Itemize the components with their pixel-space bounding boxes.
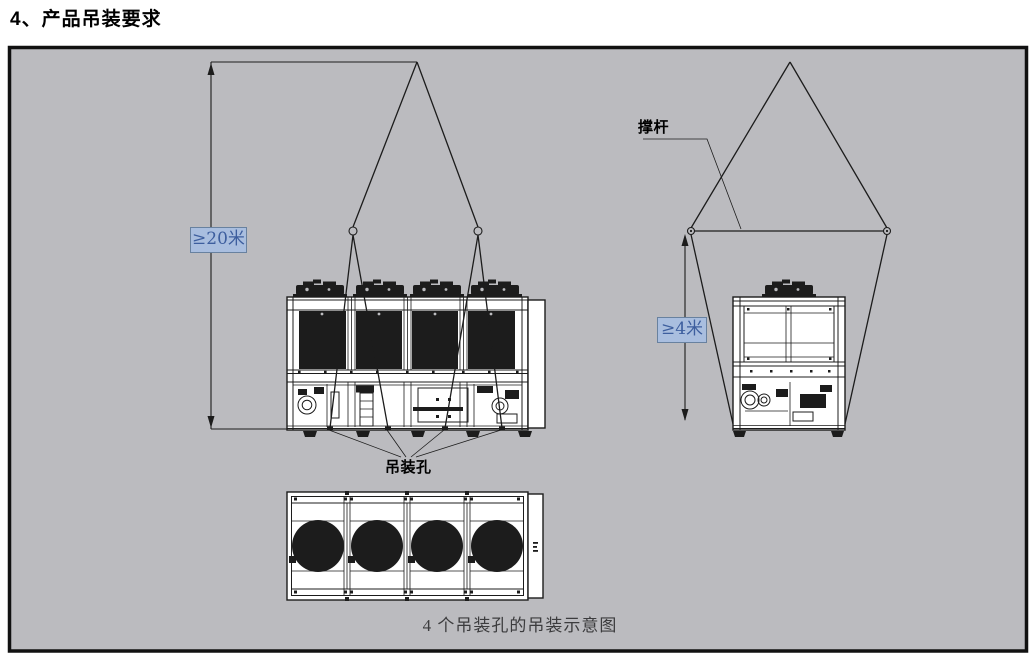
figure-caption: 4 个吊装孔的吊装示意图 bbox=[422, 616, 618, 635]
side-view bbox=[643, 61, 892, 437]
compressor-left bbox=[297, 384, 340, 427]
side-frame-bolts bbox=[747, 308, 832, 360]
side-unit bbox=[732, 279, 846, 437]
lifting-hole-leaders bbox=[328, 429, 502, 458]
front-view bbox=[207, 61, 546, 458]
spreader-bar-leader bbox=[643, 138, 742, 230]
side-band-bolts bbox=[750, 370, 831, 373]
fan-cluster bbox=[762, 279, 816, 297]
front-dimension-line bbox=[207, 61, 417, 430]
dimension-label-20m: ≥20米 bbox=[190, 227, 247, 253]
piping-bracket bbox=[356, 385, 374, 427]
dimension-label-4m: ≥4米 bbox=[657, 317, 707, 343]
side-rigging-cables bbox=[643, 61, 892, 425]
front-rigging-cables bbox=[329, 61, 503, 429]
section-title: 4、产品吊装要求 bbox=[10, 9, 162, 30]
right-edge-mark bbox=[533, 542, 538, 552]
fan-cluster bbox=[410, 279, 464, 297]
spreader-bar-label: 撑杆 bbox=[638, 119, 670, 136]
side-compressor bbox=[733, 382, 845, 426]
unit-feet bbox=[733, 431, 844, 437]
fan-cluster bbox=[293, 279, 347, 297]
fan-circles-top bbox=[289, 520, 523, 572]
front-unit bbox=[286, 279, 546, 437]
fan-cluster bbox=[353, 279, 407, 297]
lifting-hole-label: 吊装孔 bbox=[385, 459, 432, 476]
top-view-unit bbox=[286, 491, 544, 601]
top-view-bolts bbox=[294, 491, 520, 601]
unit-feet bbox=[303, 431, 532, 437]
